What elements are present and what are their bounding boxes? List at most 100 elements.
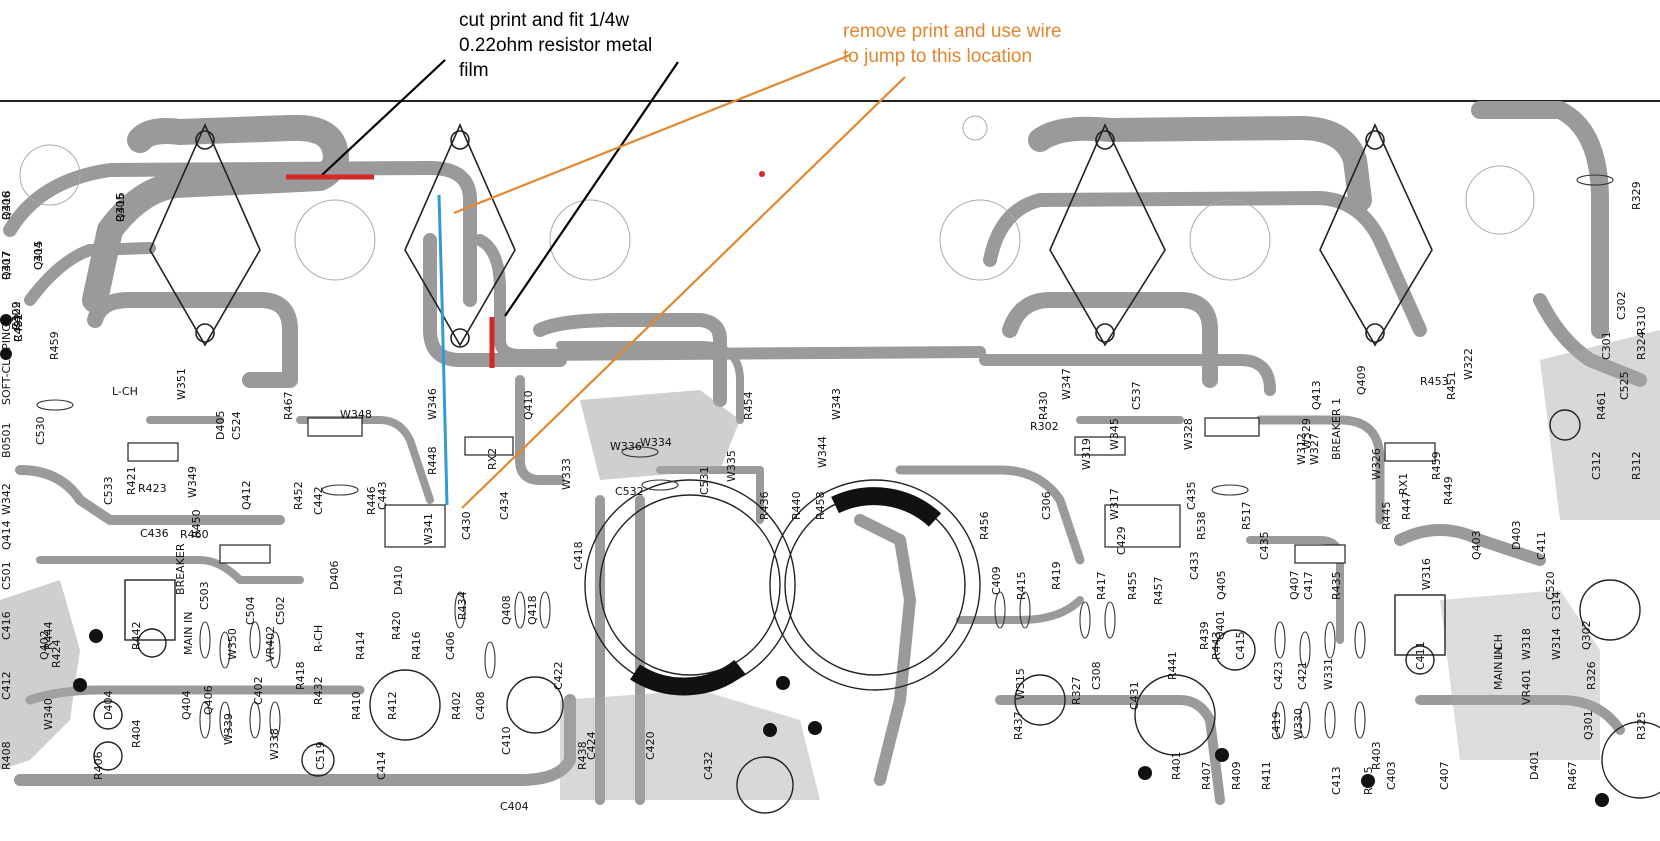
wire-note-leader-upper — [453, 53, 851, 215]
ref-label-r438: R438 — [576, 741, 589, 770]
ref-label-r429: R429 — [10, 301, 23, 330]
ref-label-d403: D403 — [1510, 521, 1523, 550]
ref-label-r410: R410 — [350, 691, 363, 720]
trace-q418-right — [474, 234, 986, 361]
ref-label-r420: R420 — [390, 611, 403, 640]
ref-label-r441: R441 — [1166, 651, 1179, 680]
ref-label-w330: W330 — [1292, 708, 1305, 740]
resistor-6 — [219, 701, 231, 739]
ref-label-q413: Q413 — [1310, 380, 1323, 410]
ref-label-c408: C408 — [474, 691, 487, 720]
ref-label-w327: W327 — [1308, 433, 1321, 465]
ref-label-r412: R412 — [386, 691, 399, 720]
box-breaker1 — [1104, 504, 1181, 548]
ref-label-r436: R436 — [758, 491, 771, 520]
ref-label-main-in: MAIN IN — [182, 612, 195, 655]
ref-label-r517: R517 — [1240, 501, 1253, 530]
resistor-5 — [199, 701, 211, 739]
ref-label-c306: C306 — [1040, 491, 1053, 520]
ref-label-q301: Q301 — [1582, 710, 1595, 740]
trace-right-rail — [983, 191, 1427, 337]
ref-label-r439: R439 — [1198, 621, 1211, 650]
ref-label-c435: C435 — [1185, 481, 1198, 510]
cap-c406 — [1214, 629, 1256, 671]
ref-label-r329: R329 — [1630, 181, 1643, 210]
ground-pour-right-bottom — [1440, 590, 1600, 760]
ground-pour-center — [580, 390, 740, 480]
ref-label-r405: R405 — [1362, 766, 1375, 795]
ref-label-w334: W334 — [640, 436, 672, 449]
ref-label-w338: W338 — [268, 728, 281, 760]
ref-label-c531: C531 — [698, 466, 711, 495]
ref-label-rx2: RX2 — [486, 448, 499, 470]
ref-label-q412: Q412 — [240, 480, 253, 510]
ref-label-q406: Q406 — [202, 685, 215, 715]
resistor-9 — [454, 591, 466, 629]
resistor-12 — [539, 591, 551, 629]
ref-label-r461: R461 — [1595, 391, 1608, 420]
ref-label-r538: R538 — [1195, 511, 1208, 540]
small-component-boxes — [127, 417, 1436, 564]
ref-label-w322: W322 — [1462, 348, 1475, 380]
ref-label-c412: C412 — [0, 671, 13, 700]
ref-label-r401: R401 — [1170, 751, 1183, 780]
ref-label-c304: C304 — [32, 241, 45, 270]
ref-label-r452: R452 — [292, 481, 305, 510]
cap-c301 — [1601, 721, 1660, 799]
ref-label-q408: Q408 — [500, 595, 513, 625]
resistor-28 — [1211, 484, 1249, 496]
cap-c502-outer — [769, 479, 981, 691]
trace-low-4 — [14, 694, 576, 786]
q417-mount-top — [1095, 130, 1115, 150]
ref-label-q401: Q401 — [1214, 610, 1227, 640]
cap-c421 — [1134, 674, 1216, 756]
annotation-overlays — [286, 53, 906, 509]
ref-label-q405: Q405 — [1215, 570, 1228, 600]
ref-label-r456: R456 — [978, 511, 991, 540]
cap-c501-band — [630, 659, 746, 696]
heatsink-holes — [19, 115, 1535, 281]
box-q411 — [1384, 442, 1436, 462]
ref-label-w328: W328 — [1182, 418, 1195, 450]
ref-label-w317: W317 — [1108, 488, 1121, 520]
q415-mount-bottom — [1365, 323, 1385, 343]
ref-label-c434: C434 — [498, 491, 511, 520]
ref-label-r459: R459 — [48, 331, 61, 360]
ref-label-r437: R437 — [1012, 711, 1025, 740]
ref-label-b0501: B0501 — [0, 422, 13, 458]
ref-label-r406: R406 — [92, 751, 105, 780]
trace-low-13 — [1415, 695, 1625, 735]
q416-mount-bottom — [195, 323, 215, 343]
ref-label-c410: C410 — [500, 726, 513, 755]
ref-label-c421: C421 — [1296, 661, 1309, 690]
ref-label-c442: C442 — [312, 486, 325, 515]
ref-label-w342: W342 — [0, 483, 13, 515]
ref-label-r432: R432 — [312, 676, 325, 705]
resistor-30 — [641, 479, 679, 491]
trace-low-1 — [15, 465, 285, 525]
ref-label-w319: W319 — [1080, 438, 1093, 470]
box-q409 — [1204, 417, 1260, 437]
ref-label-w312: W312 — [1295, 433, 1308, 465]
cut-note-leader-right — [504, 61, 679, 317]
ref-label-r440: R440 — [790, 491, 803, 520]
ref-label-c402: C402 — [12, 313, 25, 342]
resistor-4 — [269, 631, 281, 669]
ref-label-w333: W333 — [560, 458, 573, 490]
ref-label-w351: W351 — [175, 368, 188, 400]
trace-right-loop — [1002, 292, 1218, 388]
trace-left-rail — [3, 161, 477, 307]
ref-label-c406: C406 — [444, 631, 457, 660]
q415-outline — [1319, 123, 1433, 347]
ref-label-r442: R442 — [130, 621, 143, 650]
ref-label-rx1: RX1 — [1397, 473, 1410, 495]
pad-1 — [0, 314, 12, 326]
ref-label-w318: W318 — [1520, 628, 1533, 660]
solder-pads — [0, 314, 1609, 807]
cap-c431 — [1014, 674, 1066, 726]
resistor-22 — [1299, 701, 1311, 739]
q417-outline — [1049, 123, 1166, 347]
ref-label-r417: R417 — [1095, 571, 1108, 600]
cut-print-note: cut print and fit 1/4w 0.22ohm resistor … — [459, 10, 653, 81]
cap-c404 — [93, 741, 123, 771]
